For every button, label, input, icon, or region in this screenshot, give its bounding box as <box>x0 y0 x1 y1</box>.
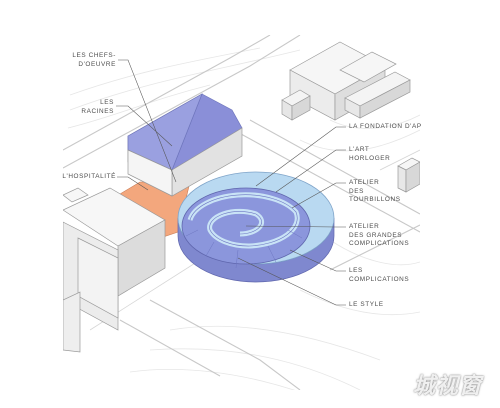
building-right-small <box>397 157 420 193</box>
watermark-logo: 城视窗 <box>412 374 482 399</box>
label-les-complications: LES COMPLICATIONS <box>349 267 410 283</box>
buildings-left <box>63 187 166 353</box>
label-atelier-tourbillons: ATELIER DES TOURBILLONS <box>349 179 401 203</box>
label-hospitalite: L'HOSPITALITÉ <box>62 173 116 180</box>
label-atelier-grandes-complications: ATELIER DES GRANDES COMPLICATIONS <box>349 223 410 247</box>
leader-lines <box>116 59 346 306</box>
spiral-museum <box>177 171 335 283</box>
buildings-top-right <box>281 41 411 121</box>
label-les-chefs-doeuvre: LES CHEFS- D'OEUVRE <box>72 52 116 68</box>
terrain <box>63 35 420 390</box>
label-les-racines: LES RACINES <box>81 99 114 115</box>
label-art-horloger: L'ART HORLOGER <box>349 146 391 162</box>
label-le-style: LE STYLE <box>349 301 384 308</box>
label-la-fondation: LA FONDATION D'AP <box>349 123 422 130</box>
